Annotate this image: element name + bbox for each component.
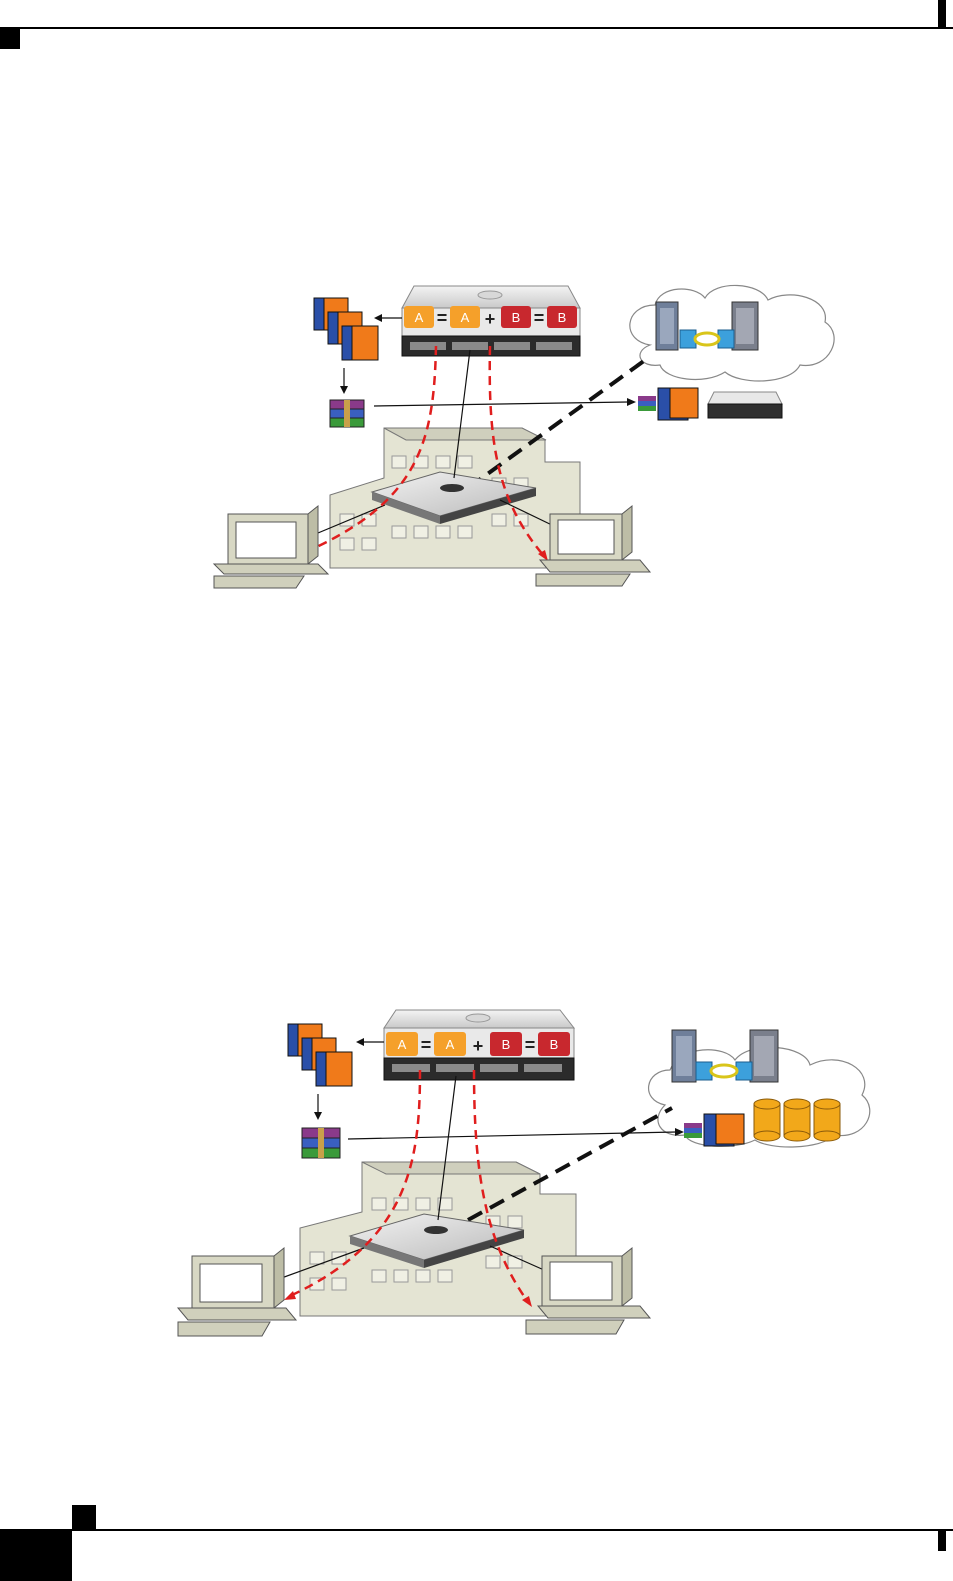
operator-equals-1: = xyxy=(437,308,448,328)
block-b-2-label: B xyxy=(550,1037,559,1052)
bottom-left-block xyxy=(0,1531,72,1581)
operator-equals-2: = xyxy=(534,308,545,328)
bottom-rule xyxy=(0,1529,953,1531)
block-a-2-label: A xyxy=(446,1037,455,1052)
database-icon xyxy=(754,1099,840,1141)
workstation-icon-right xyxy=(536,506,650,586)
block-a-1-label: A xyxy=(415,310,424,325)
remote-file-icon xyxy=(658,388,698,420)
remote-archive-icon xyxy=(638,396,656,411)
block-b-1-label: B xyxy=(512,310,521,325)
dedup-blocks-2: A = A + B = B xyxy=(386,1032,570,1056)
operator-equals-1: = xyxy=(421,1035,432,1055)
workstation-icon-left xyxy=(214,506,328,588)
block-a-1-label: A xyxy=(398,1037,407,1052)
bottom-right-mark xyxy=(938,1531,946,1551)
workstation-icon-left xyxy=(178,1248,296,1336)
dedup-blocks-1: A = A + B = B xyxy=(404,306,577,329)
remote-file-icon xyxy=(704,1114,744,1146)
operator-equals-2: = xyxy=(525,1035,536,1055)
remote-archive-icon xyxy=(684,1123,702,1138)
operator-plus-1: + xyxy=(485,309,496,329)
block-a-2-label: A xyxy=(461,310,470,325)
block-b-1-label: B xyxy=(502,1037,511,1052)
block-b-2-label: B xyxy=(558,310,567,325)
remote-appliance-icon xyxy=(708,392,782,418)
file-stack-icon xyxy=(288,1024,352,1086)
bottom-left-tab xyxy=(72,1505,96,1531)
archive-icon xyxy=(302,1128,340,1158)
workstation-icon-right xyxy=(526,1248,650,1334)
diagram-2: A = A + B = B xyxy=(0,990,953,1370)
file-stack-icon xyxy=(314,298,378,360)
operator-plus-1: + xyxy=(473,1036,484,1056)
diagram-1: A = A + B = B xyxy=(0,0,953,620)
archive-icon xyxy=(330,400,364,427)
